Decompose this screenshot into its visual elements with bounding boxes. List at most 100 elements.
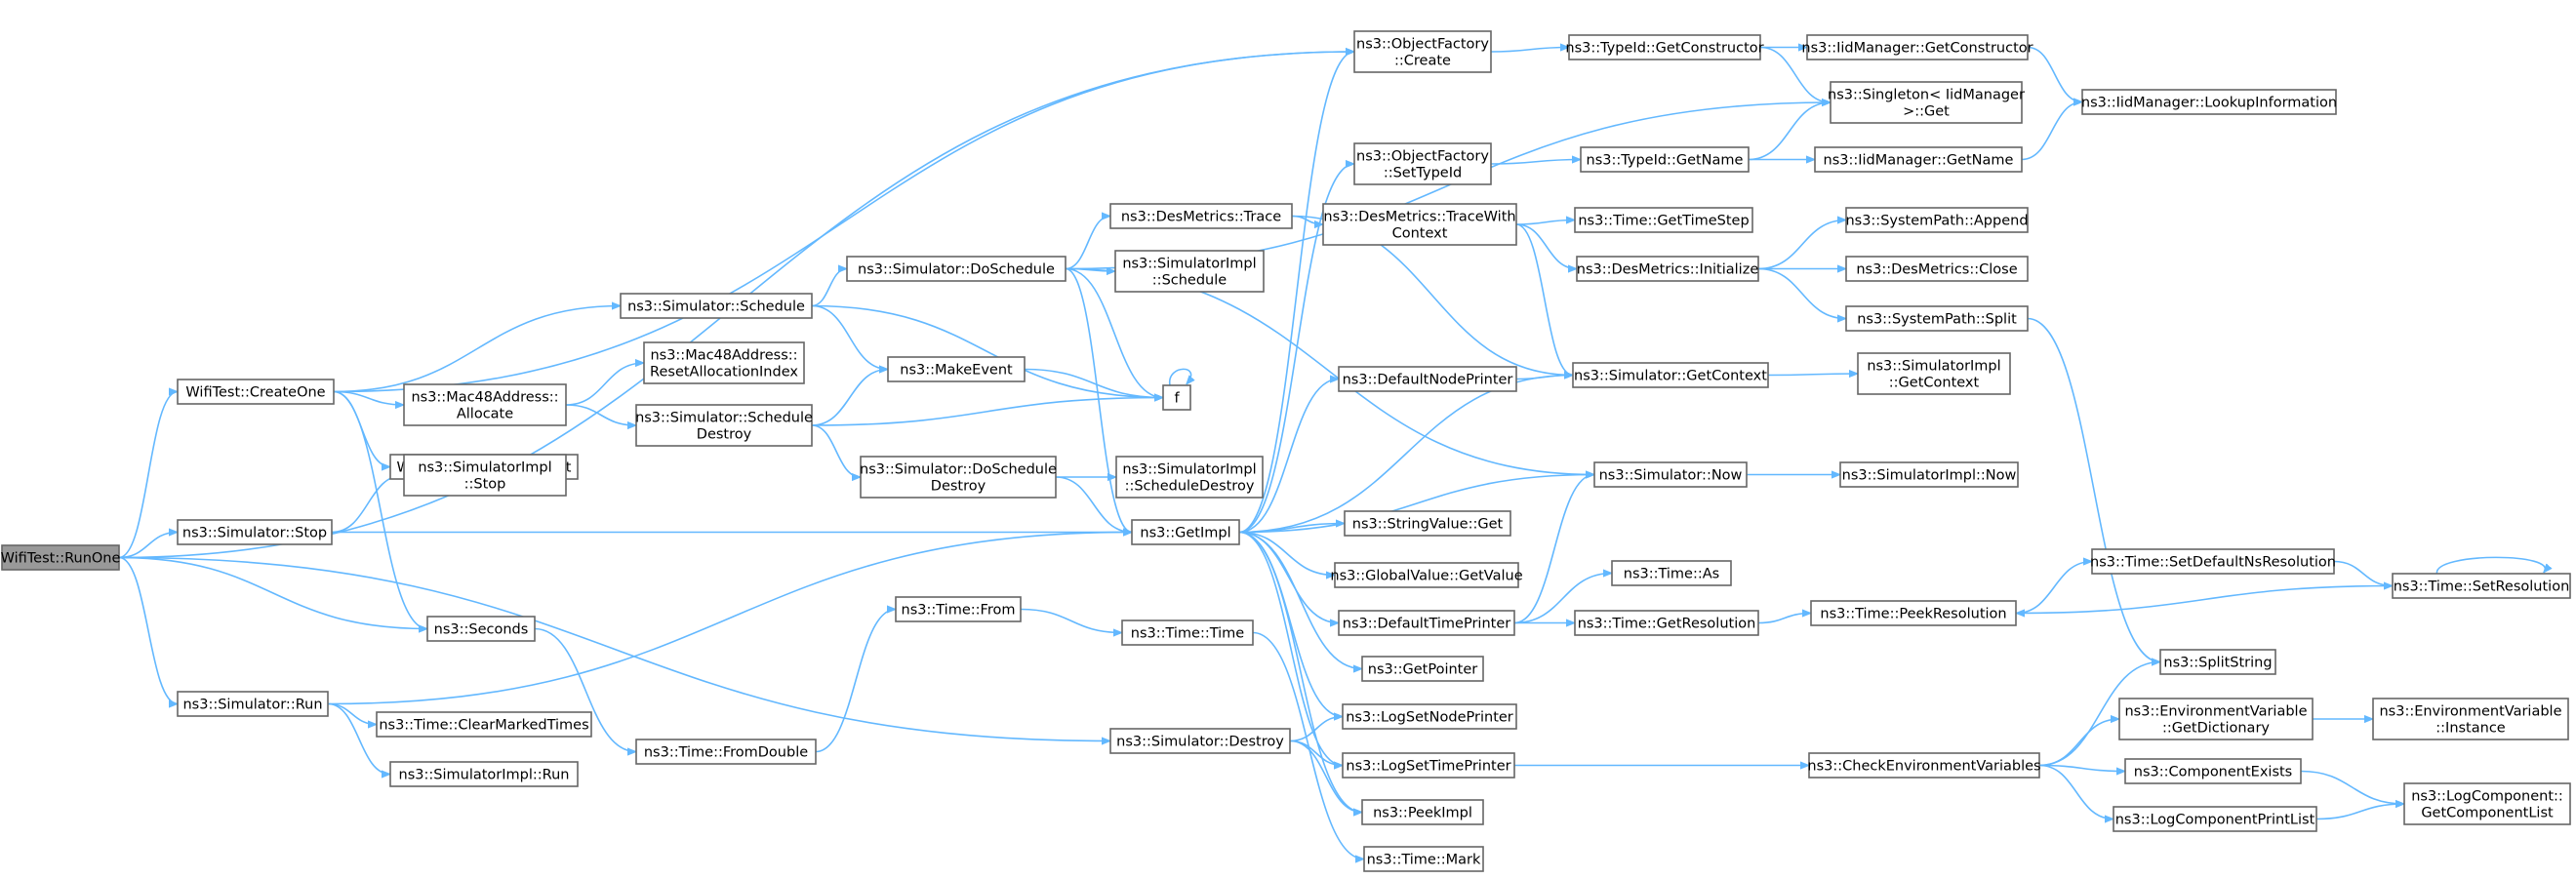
node-ofsettypeid[interactable]: ns3::ObjectFactory::SetTypeId bbox=[1353, 142, 1492, 185]
node-schedule[interactable]: ns3::Simulator::Schedule bbox=[620, 293, 813, 319]
node-time[interactable]: ns3::Time::Time bbox=[1121, 619, 1254, 646]
node-from[interactable]: ns3::Time::From bbox=[895, 596, 1022, 622]
node-iidgetconstructor[interactable]: ns3::IidManager::GetConstructor bbox=[1801, 34, 2033, 60]
node-label: ::ScheduleDestroy bbox=[1125, 479, 1255, 495]
node-getcontext[interactable]: ns3::Simulator::GetContext bbox=[1572, 362, 1769, 388]
node-now[interactable]: ns3::Simulator::Now bbox=[1593, 461, 1748, 488]
node-box bbox=[1845, 305, 2029, 332]
node-mac48alloc[interactable]: ns3::Mac48Address::Allocate bbox=[403, 383, 567, 426]
node-runone[interactable]: WifiTest::RunOne bbox=[1, 544, 121, 571]
node-componentexists[interactable]: ns3::ComponentExists bbox=[2124, 758, 2302, 784]
node-timeas[interactable]: ns3::Time::As bbox=[1611, 560, 1732, 586]
node-label: ns3::Time::From bbox=[902, 603, 1016, 619]
edge-getimpl-to-now bbox=[1238, 475, 1594, 534]
node-envinstance[interactable]: ns3::EnvironmentVariable::Instance bbox=[2372, 698, 2569, 740]
node-f[interactable]: f bbox=[1162, 384, 1191, 411]
node-label: Destroy bbox=[697, 427, 752, 443]
node-globalvalueget[interactable]: ns3::GlobalValue::GetValue bbox=[1330, 562, 1523, 588]
node-checkenv[interactable]: ns3::CheckEnvironmentVariables bbox=[1807, 752, 2041, 779]
node-box bbox=[1334, 562, 1519, 588]
node-box bbox=[895, 596, 1022, 622]
node-iidgetname[interactable]: ns3::IidManager::GetName bbox=[1814, 146, 2023, 173]
edge-createone-to-schedule bbox=[333, 306, 621, 393]
node-box bbox=[2113, 806, 2317, 832]
node-mark[interactable]: ns3::Time::Mark bbox=[1363, 846, 1484, 872]
node-setresolution[interactable]: ns3::Time::SetResolution bbox=[2392, 573, 2571, 599]
node-stringvalueget[interactable]: ns3::StringValue::Get bbox=[1344, 510, 1511, 537]
node-peekresolution[interactable]: ns3::Time::PeekResolution bbox=[1810, 600, 2017, 626]
node-timegettimestep[interactable]: ns3::Time::GetTimeStep bbox=[1574, 207, 1753, 233]
node-splitstring[interactable]: ns3::SplitString bbox=[2159, 649, 2276, 675]
node-box bbox=[1361, 656, 1484, 682]
node-label: ns3::Mac48Address:: bbox=[411, 390, 558, 406]
node-label: ns3::Singleton< IidManager bbox=[1828, 88, 2025, 103]
edge-getimpl-to-peekimpl bbox=[1238, 531, 1362, 813]
node-label: ns3::Time::GetResolution bbox=[1578, 617, 1756, 632]
edge-ofcreate-to-typeidgetconstructor bbox=[1490, 48, 1569, 53]
node-defaultnodeprinter[interactable]: ns3::DefaultNodePrinter bbox=[1338, 366, 1517, 392]
edge-getimpl-to-defaultnodeprinter bbox=[1238, 380, 1339, 534]
node-doschedule[interactable]: ns3::Simulator::DoSchedule bbox=[846, 256, 1067, 282]
node-logcompprintlist[interactable]: ns3::LogComponentPrintList bbox=[2113, 806, 2317, 832]
node-implgetcontext[interactable]: ns3::SimulatorImpl::GetContext bbox=[1857, 352, 2011, 395]
node-defaulttimeprinter[interactable]: ns3::DefaultTimePrinter bbox=[1338, 610, 1515, 636]
edge-from-to-time bbox=[1020, 608, 1122, 633]
node-desminit[interactable]: ns3::DesMetrics::Initialize bbox=[1576, 256, 1759, 282]
node-box bbox=[1845, 256, 2029, 282]
node-label: WifiTest::CreateOne bbox=[185, 385, 325, 401]
node-label: ns3::TypeId::GetName bbox=[1587, 153, 1744, 169]
node-implscheduledestroy[interactable]: ns3::SimulatorImpl::ScheduleDestroy bbox=[1115, 456, 1264, 499]
edge-spsplit-to-splitstring bbox=[2027, 317, 2160, 662]
node-resetalloc[interactable]: ns3::Mac48Address::ResetAllocationIndex bbox=[643, 341, 805, 384]
node-setdefaultnsres[interactable]: ns3::Time::SetDefaultNsResolution bbox=[2090, 548, 2336, 575]
node-getresolution[interactable]: ns3::Time::GetResolution bbox=[1574, 610, 1759, 636]
node-scheduledestroy[interactable]: ns3::Simulator::ScheduleDestroy bbox=[635, 404, 813, 447]
node-label: WifiTest::RunOne bbox=[1, 551, 121, 567]
edge-desminit-to-spappend bbox=[1757, 220, 1846, 270]
node-desmclose[interactable]: ns3::DesMetrics::Close bbox=[1845, 256, 2029, 282]
node-makeevent[interactable]: ns3::MakeEvent bbox=[887, 356, 1026, 382]
node-run[interactable]: ns3::Simulator::Run bbox=[177, 691, 329, 717]
node-typeidgetname[interactable]: ns3::TypeId::GetName bbox=[1580, 146, 1750, 173]
node-singletonget[interactable]: ns3::Singleton< IidManager>::Get bbox=[1828, 81, 2025, 124]
node-desmtrace[interactable]: ns3::DesMetrics::Trace bbox=[1109, 203, 1293, 229]
node-getimpl[interactable]: ns3::GetImpl bbox=[1131, 519, 1240, 545]
edge-time-to-mark bbox=[1252, 631, 1364, 859]
node-stop[interactable]: ns3::Simulator::Stop bbox=[177, 519, 333, 545]
edge-typeidgetconstructor-to-singletonget bbox=[1759, 46, 1831, 103]
node-label: ::Schedule bbox=[1152, 273, 1227, 289]
node-implschedule[interactable]: ns3::SimulatorImpl::Schedule bbox=[1114, 250, 1265, 293]
edge-runone-to-stop bbox=[118, 533, 178, 559]
node-box bbox=[1806, 34, 2029, 60]
node-clearmarked[interactable]: ns3::Time::ClearMarkedTimes bbox=[376, 711, 592, 738]
node-peekimpl[interactable]: ns3::PeekImpl bbox=[1361, 799, 1484, 825]
node-label: ns3::LogComponentPrintList bbox=[2115, 813, 2315, 828]
node-envgetdict[interactable]: ns3::EnvironmentVariable::GetDictionary bbox=[2118, 698, 2314, 740]
node-getpointer[interactable]: ns3::GetPointer bbox=[1361, 656, 1484, 682]
node-lookupinfo[interactable]: ns3::IidManager::LookupInformation bbox=[2081, 89, 2337, 115]
node-getcomplist[interactable]: ns3::LogComponent::GetComponentList bbox=[2403, 782, 2571, 825]
node-label: ns3::IidManager::LookupInformation bbox=[2081, 96, 2337, 111]
node-logsettimeprinter[interactable]: ns3::LogSetTimePrinter bbox=[1342, 752, 1515, 779]
node-implnow[interactable]: ns3::SimulatorImpl::Now bbox=[1839, 461, 2019, 488]
node-label: ns3::Time::As bbox=[1624, 567, 1719, 582]
node-seconds[interactable]: ns3::Seconds bbox=[426, 616, 536, 642]
node-implstop[interactable]: ns3::SimulatorImpl::Stop bbox=[403, 454, 567, 497]
node-box bbox=[1830, 81, 2023, 124]
node-typeidgetconstructor[interactable]: ns3::TypeId::GetConstructor bbox=[1565, 34, 1764, 60]
node-spappend[interactable]: ns3::SystemPath::Append bbox=[1845, 207, 2029, 233]
node-implrun[interactable]: ns3::SimulatorImpl::Run bbox=[389, 761, 579, 787]
node-logsetnodeprinter[interactable]: ns3::LogSetNodePrinter bbox=[1342, 703, 1517, 730]
node-fromdouble[interactable]: ns3::Time::FromDouble bbox=[635, 739, 817, 765]
node-box bbox=[1572, 362, 1769, 388]
node-label: ns3::Simulator::Schedule bbox=[627, 300, 805, 315]
node-label: ::SetTypeId bbox=[1384, 166, 1462, 181]
node-destroy[interactable]: ns3::Simulator::Destroy bbox=[1109, 728, 1291, 754]
node-box bbox=[403, 383, 567, 426]
node-ofcreate[interactable]: ns3::ObjectFactory::Create bbox=[1353, 30, 1492, 73]
node-spsplit[interactable]: ns3::SystemPath::Split bbox=[1845, 305, 2029, 332]
edge-getimpl-to-globalvalueget bbox=[1238, 531, 1335, 576]
node-createone[interactable]: WifiTest::CreateOne bbox=[177, 379, 335, 405]
